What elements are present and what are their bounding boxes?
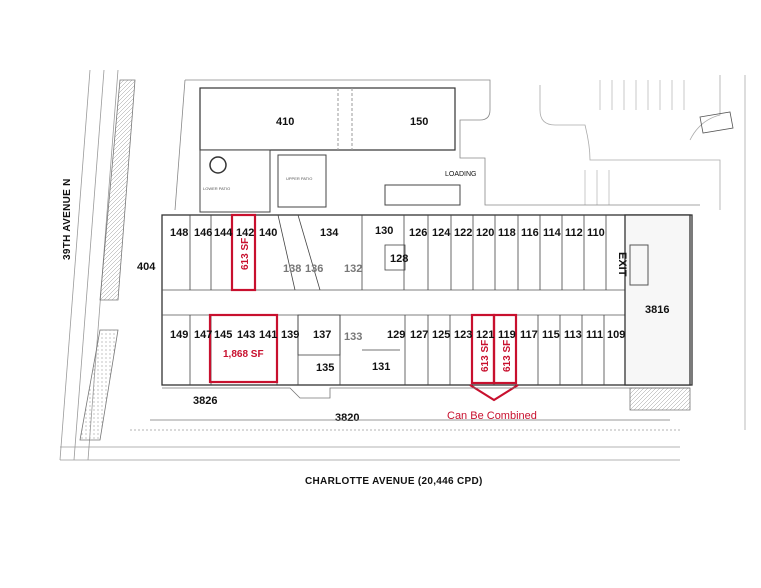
exit-label: EXIT [616, 252, 628, 277]
unit-124: 124 [432, 227, 451, 239]
unit-109: 109 [607, 329, 625, 341]
unit-129: 129 [387, 329, 405, 341]
unit-150: 150 [410, 116, 428, 128]
unit-138: 138 [283, 263, 301, 275]
unit-145: 145 [214, 329, 232, 341]
unit-126: 126 [409, 227, 427, 239]
unit-127: 127 [410, 329, 428, 341]
south-unit-labels: 149 147 145 143 141 139 137 135 133 131 … [170, 329, 625, 374]
south-road [60, 429, 680, 461]
north-unit-labels: 148 146 144 142 140 138 136 134 132 130 … [170, 225, 605, 275]
unit-141: 141 [259, 329, 277, 341]
unit-113: 113 [564, 329, 582, 341]
unit-112: 112 [565, 227, 583, 239]
unit-3816: 3816 [645, 304, 669, 316]
unit-111: 111 [586, 329, 603, 341]
sf-callout-121: 613 SF [480, 340, 491, 372]
unit-137: 137 [313, 329, 331, 341]
unit-131: 131 [372, 361, 390, 373]
unit-410: 410 [276, 116, 294, 128]
unit-139: 139 [281, 329, 299, 341]
sf-callout-145: 1,868 SF [223, 349, 264, 360]
sf-callout-142: 613 SF [240, 238, 251, 270]
unit-136: 136 [305, 263, 323, 275]
unit-3820: 3820 [335, 412, 359, 424]
unit-116: 116 [521, 227, 539, 239]
unit-133: 133 [344, 331, 362, 343]
unit-120: 120 [476, 227, 494, 239]
street-label-south: CHARLOTTE AVENUE (20,446 CPD) [305, 476, 483, 487]
loading-label: LOADING [445, 171, 477, 178]
sf-callout-119: 613 SF [502, 340, 513, 372]
unit-122: 122 [454, 227, 472, 239]
upper-patio-label: UPPER PATIO [286, 176, 312, 181]
street-label-west: 39TH AVENUE N [62, 178, 73, 260]
unit-130: 130 [375, 225, 393, 237]
unit-146: 146 [194, 227, 212, 239]
site-boundary [185, 79, 700, 206]
unit-114: 114 [543, 227, 562, 239]
unit-115: 115 [542, 329, 560, 341]
unit-134: 134 [320, 227, 339, 239]
unit-148: 148 [170, 227, 188, 239]
unit-119: 119 [498, 329, 516, 341]
west-road [59, 69, 136, 461]
unit-125: 125 [432, 329, 450, 341]
unit-117: 117 [520, 329, 538, 341]
unit-110: 110 [587, 227, 605, 239]
south-sidewalk [150, 387, 691, 421]
can-be-combined-label: Can Be Combined [447, 410, 537, 422]
unit-123: 123 [454, 329, 472, 341]
stair-core [629, 244, 649, 286]
unit-143: 143 [237, 329, 255, 341]
north-building [199, 87, 461, 213]
unit-404: 404 [137, 261, 156, 273]
unit-140: 140 [259, 227, 277, 239]
unit-3826: 3826 [193, 395, 217, 407]
unit-118: 118 [498, 227, 516, 239]
unit-121: 121 [476, 329, 494, 341]
unit-144: 144 [214, 227, 233, 239]
lower-patio-label: LOWER PATIO [203, 186, 230, 191]
unit-135: 135 [316, 362, 334, 374]
unit-147: 147 [194, 329, 212, 341]
highlight-boxes [208, 213, 519, 402]
unit-128: 128 [390, 253, 408, 265]
unit-142: 142 [236, 227, 254, 239]
unit-132: 132 [344, 263, 362, 275]
parking-area [539, 75, 746, 430]
unit-149: 149 [170, 329, 188, 341]
